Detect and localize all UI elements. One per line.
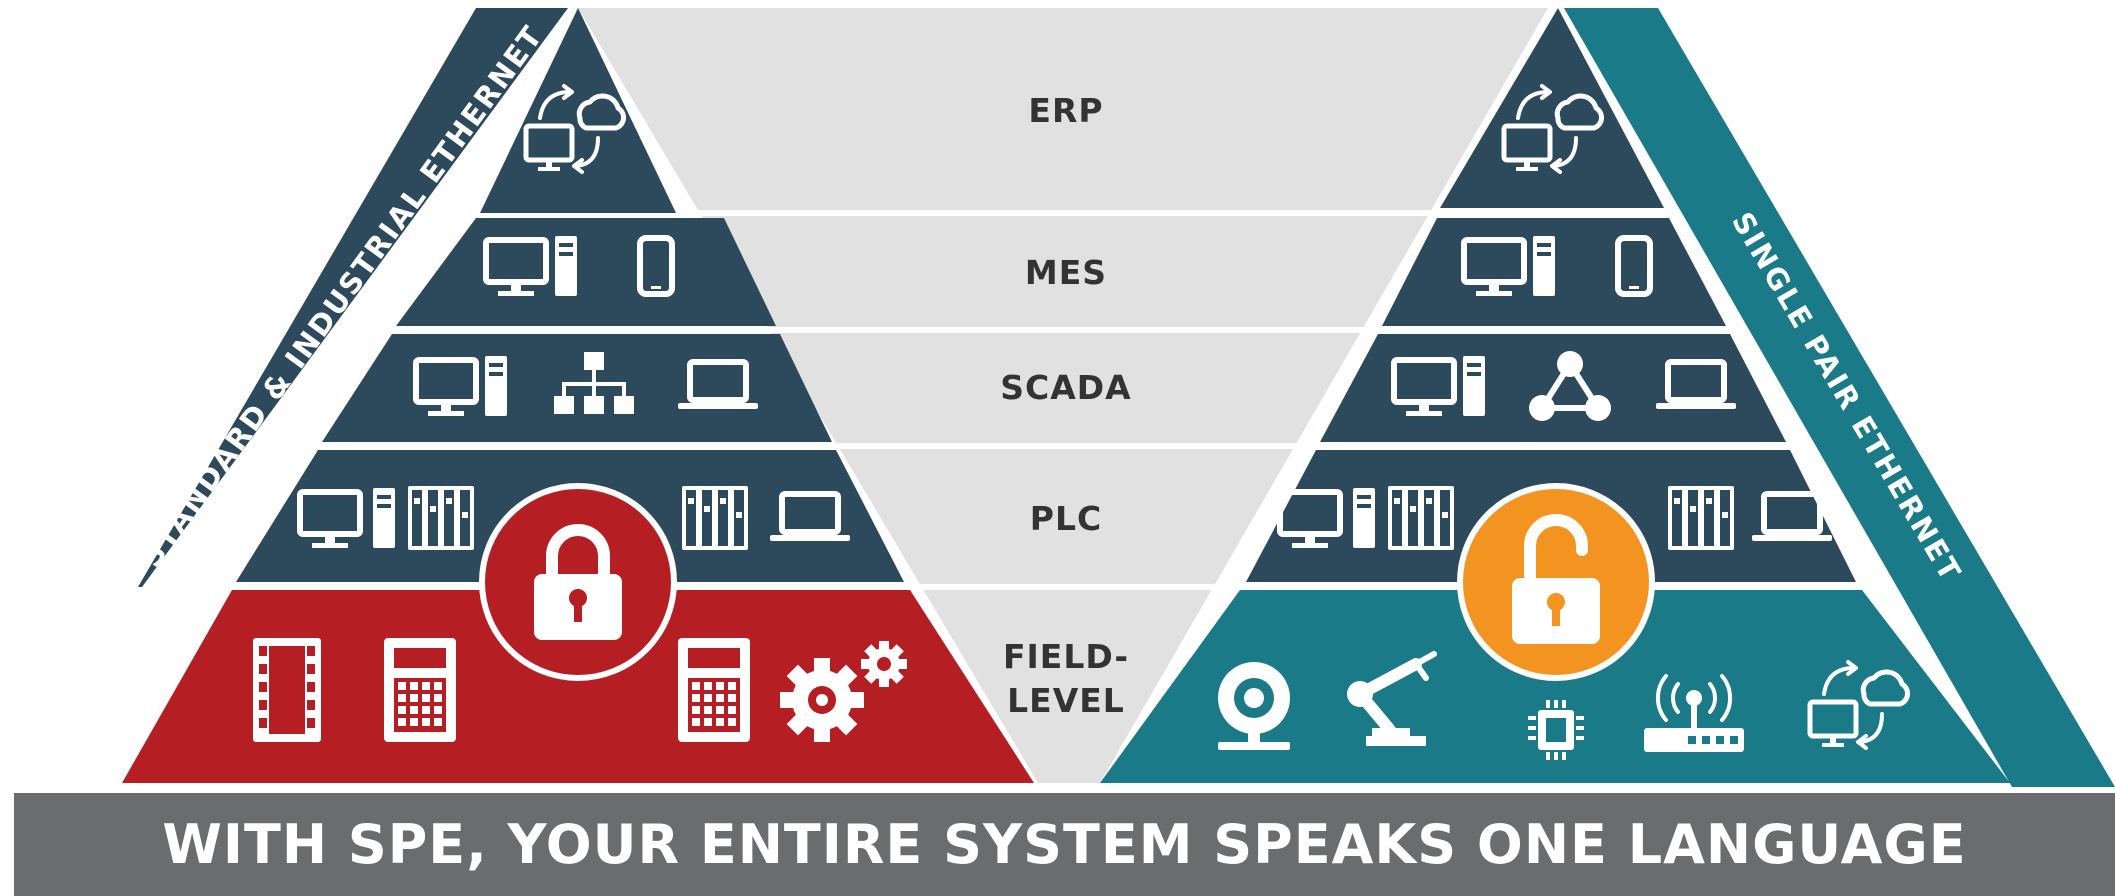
level-label-plc: PLC — [1030, 499, 1102, 538]
pc-tower-icon — [555, 236, 577, 296]
level-label-field-line2: LEVEL — [1007, 681, 1125, 720]
right-side-band — [1564, 8, 2115, 787]
level-label-scada: SCADA — [1000, 368, 1131, 407]
slogan-text: WITH SPE, YOUR ENTIRE SYSTEM SPEAKS ONE … — [162, 813, 1967, 876]
pc-tower-icon — [1463, 356, 1485, 416]
pc-tower-icon — [373, 488, 395, 548]
level-label-field-line1: FIELD- — [1003, 637, 1129, 676]
left-side-band — [138, 8, 568, 587]
right-tier-field — [1100, 590, 2010, 783]
io-terminal-icon — [253, 638, 321, 742]
right-lock-badge — [1457, 483, 1655, 681]
controller-keypad-icon — [384, 638, 456, 742]
center-funnel — [578, 8, 1548, 783]
left-tier-scada — [322, 334, 832, 442]
level-label-mes: MES — [1025, 253, 1107, 292]
controller-keypad-icon — [678, 638, 750, 742]
small-gear-icon — [861, 641, 907, 687]
center-separators — [676, 210, 1440, 590]
left-tier-mes — [396, 218, 776, 326]
gear-icon — [780, 658, 864, 742]
left-lock-badge — [479, 483, 677, 681]
left-tier-field — [122, 590, 1034, 783]
left-pyramid — [122, 8, 1034, 783]
level-label-erp: ERP — [1028, 91, 1103, 130]
slogan-banner: WITH SPE, YOUR ENTIRE SYSTEM SPEAKS ONE … — [14, 793, 2115, 896]
right-tier-erp — [1440, 8, 1664, 208]
pc-tower-icon — [1353, 488, 1375, 548]
pc-tower-icon — [1533, 236, 1555, 296]
pc-tower-icon — [485, 356, 507, 416]
